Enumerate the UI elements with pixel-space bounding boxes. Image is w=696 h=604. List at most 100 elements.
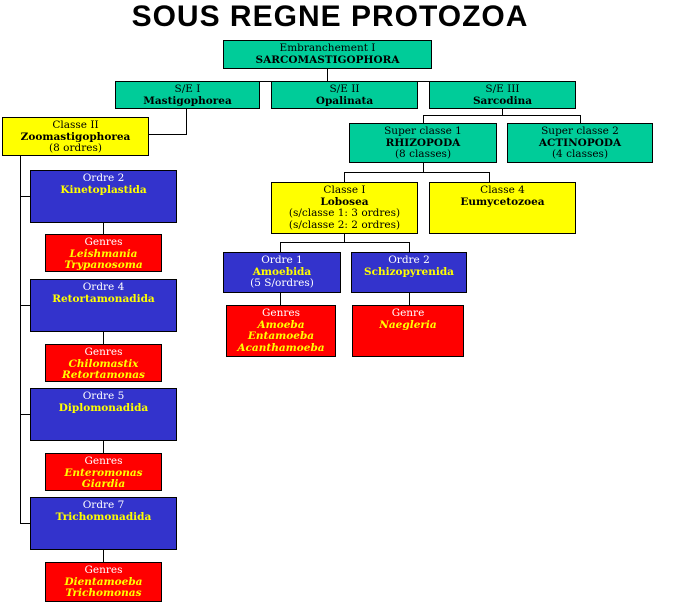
- node-ordre7-trichomonadida: Ordre 7 Trichomonadida: [30, 497, 177, 550]
- node-superclasse2: Super classe 2 ACTINOPODA (4 classes): [507, 123, 653, 163]
- node-label: S/E III: [485, 83, 520, 95]
- connector: [280, 242, 410, 243]
- node-label: Ordre 2: [82, 172, 125, 184]
- node-label: Genre: [391, 307, 425, 319]
- node-label: Classe 4: [480, 184, 525, 196]
- node-label: Embranchement I: [279, 42, 376, 54]
- node-label: Classe I: [323, 184, 366, 196]
- node-ordre1-amoebida: Ordre 1 Amoebida (5 S/ordres): [223, 252, 341, 293]
- connector: [409, 293, 410, 305]
- node-ordre2-kinetoplastida: Ordre 2 Kinetoplastida: [30, 170, 177, 223]
- genus-name: Naegleria: [379, 318, 437, 331]
- node-classe4: Classe 4 Eumycetozoea: [429, 182, 576, 234]
- connector: [489, 172, 490, 182]
- node-ordre5-diplomonadida: Ordre 5 Diplomonadida: [30, 388, 177, 441]
- node-classe2: Classe II Zoomastigophorea (8 ordres): [2, 117, 149, 156]
- node-name: Sarcodina: [472, 94, 533, 107]
- connector: [186, 109, 187, 134]
- connector: [327, 69, 328, 81]
- connector: [423, 163, 424, 172]
- node-name: Mastigophorea: [143, 94, 232, 107]
- node-label: Genres: [84, 346, 123, 358]
- connector: [20, 305, 30, 306]
- connector: [280, 242, 281, 252]
- connector: [580, 115, 581, 123]
- node-name: Zoomastigophorea: [20, 130, 131, 143]
- node-name: Opalinata: [315, 94, 374, 107]
- connector: [20, 523, 30, 524]
- node-label: S/E II: [329, 83, 360, 95]
- node-name: Amoebida: [252, 265, 312, 278]
- node-detail: (5 S/ordres): [250, 277, 314, 289]
- node-name: Kinetoplastida: [60, 183, 147, 196]
- node-name: RHIZOPODA: [385, 136, 461, 149]
- node-label: Ordre 2: [388, 254, 430, 266]
- node-name: Diplomonadida: [58, 401, 149, 414]
- node-genres-trichomonadida: Genres Dientamoeba Trichomonas: [45, 562, 162, 602]
- node-se1: S/E I Mastigophorea: [115, 81, 260, 109]
- node-label: Ordre 4: [82, 281, 125, 293]
- node-detail: (8 classes): [394, 148, 452, 160]
- node-ordre2-schizopyrenida: Ordre 2 Schizopyrenida: [351, 252, 467, 293]
- connector: [423, 115, 580, 116]
- node-ordre4-retortamonadida: Ordre 4 Retortamonadida: [30, 279, 177, 332]
- genus-name: Retortamonas: [62, 369, 145, 381]
- node-label: Super classe 2: [541, 125, 619, 137]
- genus-name: Dientamoeba: [64, 575, 143, 588]
- genus-name: Leishmania: [69, 247, 138, 260]
- node-label: Genres: [84, 455, 123, 467]
- connector: [103, 550, 104, 562]
- genus-name: Acanthamoeba: [237, 341, 325, 354]
- node-detail: (s/classe 2: 2 ordres): [288, 218, 401, 231]
- genus-name: Enteromonas: [64, 466, 143, 479]
- node-genres-kinetoplastida: Genres Leishmania Trypanosoma: [45, 234, 162, 272]
- node-se3: S/E III Sarcodina: [429, 81, 576, 109]
- connector: [103, 223, 104, 234]
- node-genre-naegleria: Genre Naegleria: [352, 305, 464, 357]
- connector: [149, 134, 187, 135]
- node-name: SARCOMASTIGOPHORA: [255, 53, 400, 66]
- connector: [344, 234, 345, 242]
- connector: [20, 156, 21, 524]
- node-name: Trichomonadida: [55, 510, 152, 523]
- connector: [344, 172, 345, 182]
- node-detail: (8 ordres): [49, 142, 102, 154]
- node-name: Eumycetozoea: [460, 195, 545, 208]
- connector: [103, 441, 104, 453]
- node-genres-retortamonadida: Genres Chilomastix Retortamonas: [45, 344, 162, 382]
- node-se2: S/E II Opalinata: [271, 81, 418, 109]
- node-name: Retortamonadida: [52, 292, 155, 305]
- connector: [502, 109, 503, 115]
- node-classe1: Classe I Lobosea (s/classe 1: 3 ordres) …: [271, 182, 418, 234]
- node-genres-amoebida: Genres Amoeba Entamoeba Acanthamoeba: [226, 305, 336, 357]
- node-label: S/E I: [174, 83, 201, 95]
- node-detail: (s/classe 1: 3 ordres): [288, 207, 401, 219]
- node-label: Ordre 5: [82, 390, 125, 402]
- connector: [20, 414, 30, 415]
- genus-name: Trichomonas: [65, 587, 142, 599]
- node-superclasse1: Super classe 1 RHIZOPODA (8 classes): [349, 123, 497, 163]
- connector: [423, 115, 424, 123]
- connector: [20, 196, 30, 197]
- page-title: SOUS REGNE PROTOZOA: [131, 0, 529, 33]
- connector: [280, 293, 281, 305]
- node-label: Genres: [84, 236, 123, 248]
- node-embranchement: Embranchement I SARCOMASTIGOPHORA: [223, 40, 432, 69]
- node-label: Ordre 7: [82, 499, 125, 511]
- node-name: ACTINOPODA: [538, 136, 622, 149]
- genus-name: Giardia: [81, 478, 126, 490]
- connector: [103, 332, 104, 344]
- node-label: Ordre 1: [261, 254, 303, 266]
- node-label: Genres: [262, 307, 300, 319]
- genus-name: Chilomastix: [68, 357, 139, 370]
- node-label: Super classe 1: [384, 125, 462, 137]
- node-label: Genres: [84, 564, 123, 576]
- node-label: Classe II: [52, 119, 99, 131]
- genus-name: Trypanosoma: [64, 259, 143, 271]
- connector: [344, 172, 490, 173]
- node-genres-diplomonadida: Genres Enteromonas Giardia: [45, 453, 162, 491]
- node-name: Schizopyrenida: [364, 265, 454, 278]
- genus-name: Entamoeba: [247, 330, 315, 342]
- genus-name: Amoeba: [257, 318, 305, 331]
